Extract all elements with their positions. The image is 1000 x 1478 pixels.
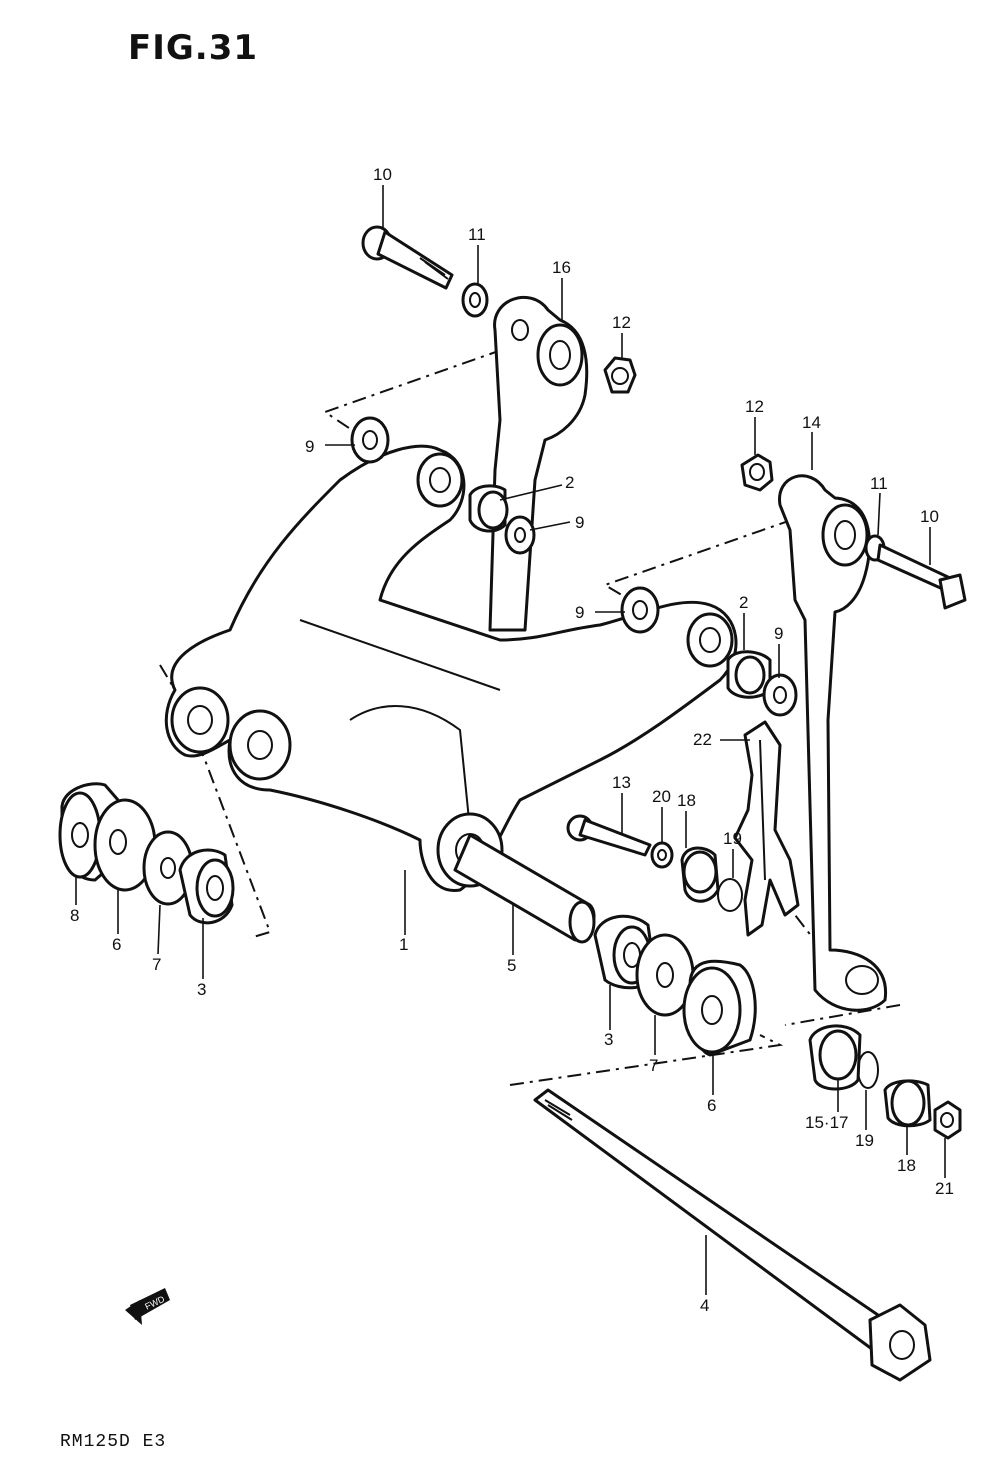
upper-right-fasteners [620, 453, 967, 717]
callout-7: 7 [649, 1056, 658, 1075]
callout-4: 4 [700, 1296, 709, 1315]
model-code: RM125D E3 [60, 1432, 167, 1452]
leader-lines [75, 185, 946, 1295]
callout-1: 1 [399, 935, 408, 954]
spacer-shaft-5 [453, 833, 596, 944]
callout-6: 6 [707, 1096, 716, 1115]
left-hardware-stack [58, 782, 235, 925]
callout-20: 20 [652, 787, 671, 806]
callout-16: 16 [552, 258, 571, 277]
front-direction-arrow: FWD [125, 1288, 170, 1325]
upper-left-fasteners [350, 225, 637, 555]
callout-18: 18 [897, 1156, 916, 1175]
callout-3: 3 [197, 980, 206, 999]
cushion-rod-14 [778, 474, 887, 1012]
callout-12: 12 [745, 397, 764, 416]
callout-9: 9 [774, 624, 783, 643]
callout-10: 10 [920, 507, 939, 526]
callout-18: 18 [677, 791, 696, 810]
callout-19: 19 [723, 829, 742, 848]
callout-2: 2 [565, 473, 574, 492]
callout-15-17: 15·17 [805, 1113, 848, 1132]
callout-8: 8 [70, 906, 79, 925]
callout-22: 22 [693, 730, 712, 749]
callout-13: 13 [612, 773, 631, 792]
callout-labels: 10 11 16 12 9 2 9 12 14 11 10 9 2 9 22 1… [70, 165, 954, 1315]
center-hardware-stack [593, 914, 757, 1057]
callout-12: 12 [612, 313, 631, 332]
callout-10: 10 [373, 165, 392, 184]
callout-11: 11 [870, 474, 888, 493]
callout-5: 5 [507, 956, 516, 975]
callout-19: 19 [855, 1131, 874, 1150]
callout-11: 11 [468, 225, 486, 244]
callout-7: 7 [152, 955, 161, 974]
lower-right-fasteners [808, 1024, 962, 1140]
cushion-lever-1 [164, 444, 738, 892]
cushion-rod-16 [488, 295, 589, 632]
callout-9: 9 [575, 513, 584, 532]
callout-21: 21 [935, 1179, 954, 1198]
callout-9: 9 [575, 603, 584, 622]
bracket-and-bolt-13 [566, 720, 800, 937]
callout-2: 2 [739, 593, 748, 612]
callout-14: 14 [802, 413, 821, 432]
pivot-bolt-4 [533, 1088, 932, 1382]
callout-3: 3 [604, 1030, 613, 1049]
figure-title: FIG.31 [128, 28, 259, 68]
callout-6: 6 [112, 935, 121, 954]
callout-9: 9 [305, 437, 314, 456]
